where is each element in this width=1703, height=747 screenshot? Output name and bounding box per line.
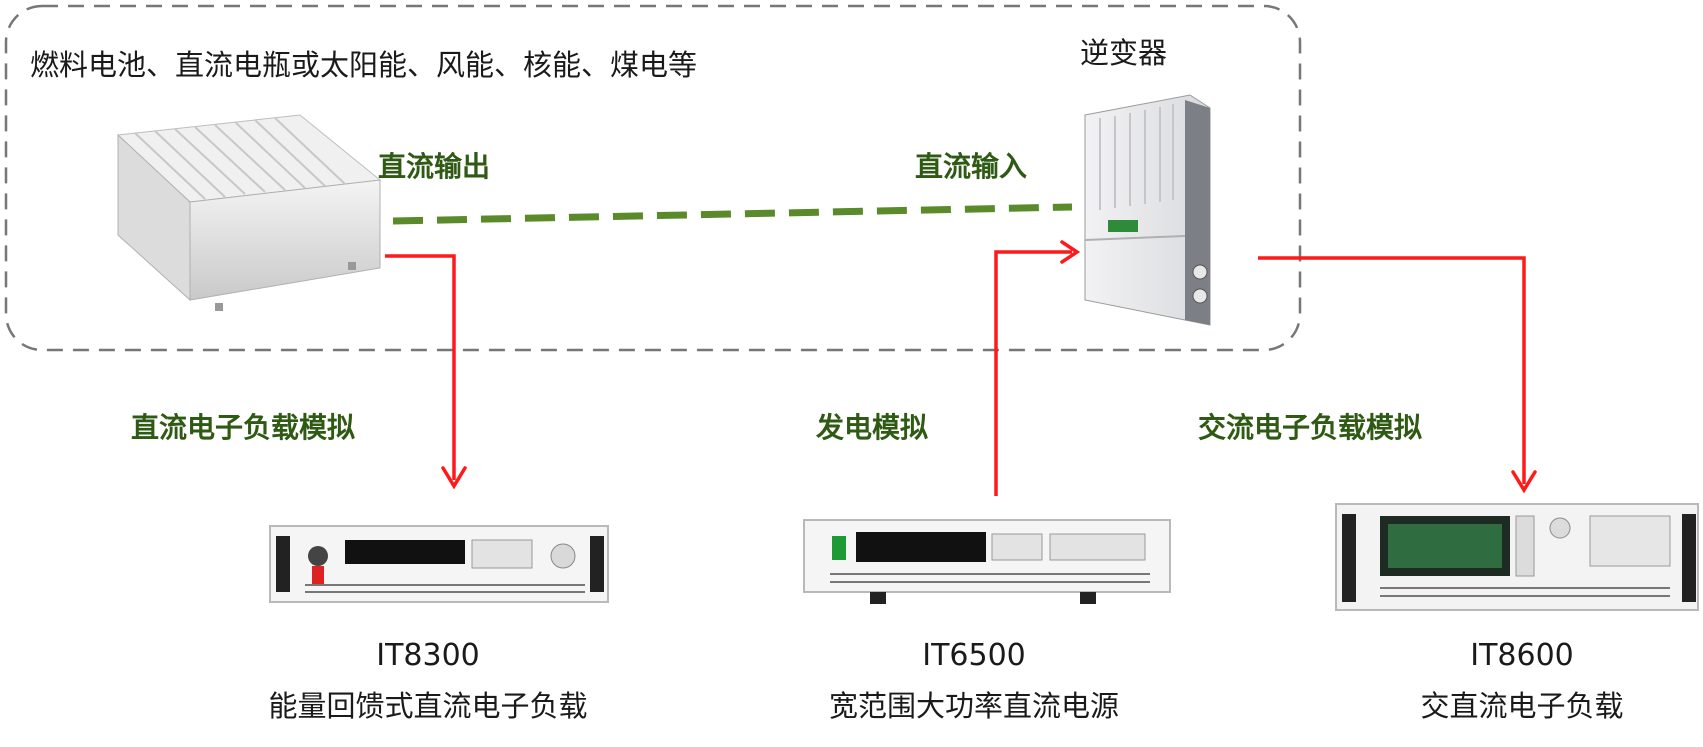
it8300-model: IT8300 — [376, 638, 480, 673]
it6500-description: 宽范围大功率直流电源 — [828, 689, 1119, 723]
dc-link-dashed — [392, 203, 1073, 225]
system-boundary — [4, 4, 1302, 352]
it8300-device-icon — [269, 525, 609, 603]
dc-input-label: 直流输入 — [915, 150, 1028, 183]
power-source-icon — [116, 114, 382, 311]
power-gen-sim-label: 发电模拟 — [816, 411, 929, 444]
arrow-to-dc-load — [385, 254, 456, 480]
arrow-to-ac-load — [1258, 256, 1526, 484]
energy-source-text: 燃料电池、直流电瓶或太阳能、风能、核能、煤电等 — [30, 48, 698, 82]
it8600-device-icon — [1335, 503, 1699, 611]
inverter-icon — [1084, 94, 1211, 326]
it8600-model: IT8600 — [1470, 638, 1574, 673]
it8300-description: 能量回馈式直流电子负载 — [268, 689, 588, 723]
inverter-title: 逆变器 — [1080, 36, 1168, 70]
dc-output-label: 直流输出 — [378, 150, 491, 183]
ac-load-sim-label: 交流电子负载模拟 — [1198, 411, 1423, 444]
it6500-model: IT6500 — [922, 638, 1026, 673]
it6500-device-icon — [803, 519, 1171, 604]
it8600-description: 交直流电子负载 — [1420, 689, 1624, 723]
arrow-from-power-supply — [994, 250, 1072, 496]
dc-load-sim-label: 直流电子负载模拟 — [131, 411, 356, 444]
